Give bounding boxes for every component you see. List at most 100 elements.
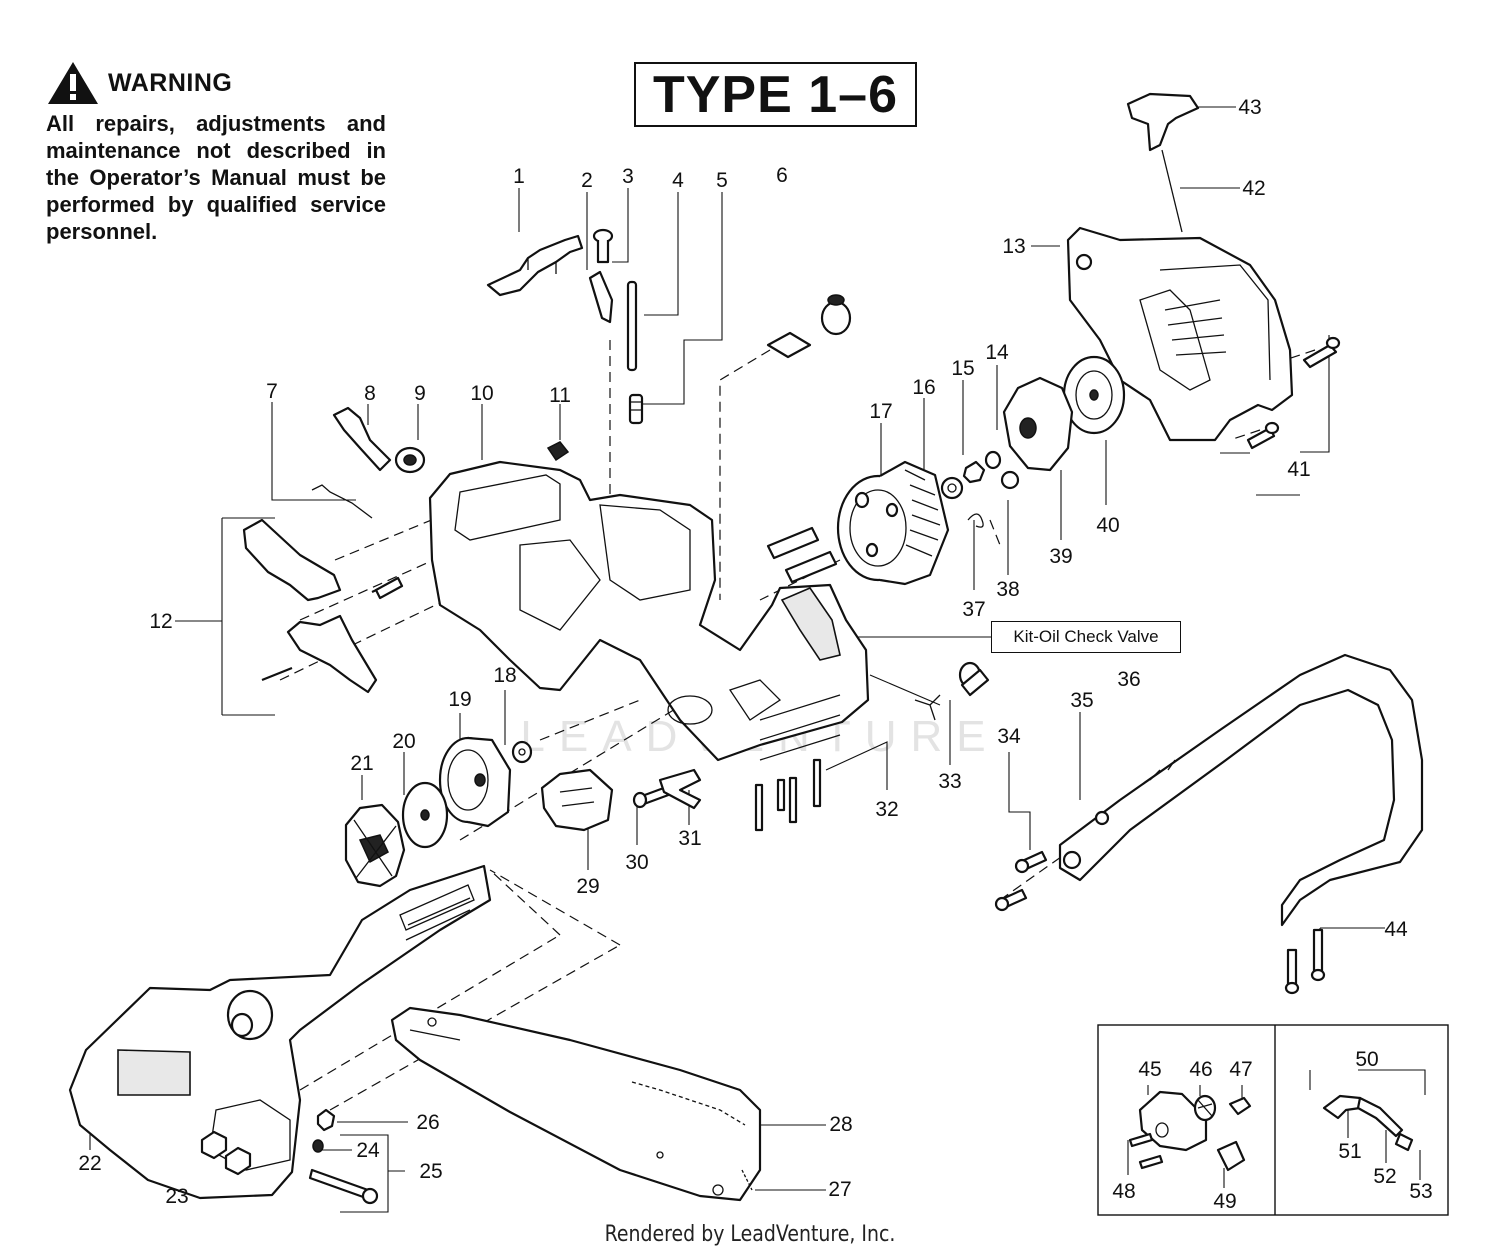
warning-triangle-icon: [48, 62, 98, 104]
callout-7: 7: [266, 380, 278, 403]
part-43-starter-handle: [1126, 92, 1200, 152]
part-4-rod: [626, 280, 638, 372]
part-52-hose: [1356, 1096, 1404, 1138]
callout-41: 41: [1287, 458, 1310, 481]
part-25-adjuster: [308, 1168, 379, 1205]
part-5-nipple: [628, 393, 644, 425]
callout-36: 36: [1117, 668, 1140, 691]
part-37-spring: [967, 513, 984, 528]
callout-4: 4: [672, 169, 684, 192]
part-48-screws: [1127, 1132, 1164, 1175]
callout-42: 42: [1242, 177, 1265, 200]
part-6-filter: [766, 294, 852, 359]
callout-33: 33: [938, 770, 961, 793]
callout-28: 28: [829, 1113, 852, 1136]
callout-23: 23: [165, 1185, 188, 1208]
callout-12: 12: [149, 610, 172, 633]
callout-11: 11: [549, 384, 571, 407]
part-11-clip: [546, 441, 570, 462]
callout-16: 16: [912, 376, 935, 399]
callout-2: 2: [581, 169, 593, 192]
callout-27: 27: [828, 1178, 851, 1201]
callout-20: 20: [392, 730, 415, 753]
part-7-spring: [311, 484, 373, 519]
part-18-washer: [511, 740, 533, 764]
part-24-spring: [312, 1139, 324, 1153]
callout-24: 24: [356, 1139, 380, 1162]
part-34-screws: [994, 850, 1048, 912]
warning-text: All repairs, adjustments and maintenance…: [46, 111, 386, 244]
callout-9: 9: [414, 382, 426, 405]
callout-53: 53: [1409, 1180, 1432, 1203]
part-53-filter: [1394, 1132, 1414, 1152]
part-27-guide-bar: [390, 1006, 762, 1202]
part-38-washer: [1000, 470, 1020, 490]
footer-credit: Rendered by LeadVenture, Inc.: [604, 1222, 896, 1247]
callout-48: 48: [1112, 1180, 1135, 1203]
callout-26: 26: [416, 1111, 439, 1134]
part-28-chain: [631, 1081, 753, 1191]
part-49-connector: [1216, 1140, 1246, 1188]
part-41-screws: [1246, 336, 1341, 450]
part-16-washer: [940, 476, 964, 500]
part-26-nut: [316, 1108, 336, 1132]
callout-43: 43: [1238, 96, 1261, 119]
callout-29: 29: [576, 875, 599, 898]
callout-18: 18: [493, 664, 516, 687]
callout-51: 51: [1338, 1140, 1361, 1163]
part-20-washer: [401, 781, 449, 849]
inset-oil-pump-box: [1097, 1024, 1449, 1216]
callout-52: 52: [1373, 1165, 1396, 1188]
part-15-nut: [962, 460, 986, 484]
warning-header: WARNING: [46, 60, 386, 106]
part-1-latch: [486, 234, 584, 297]
warning-title: WARNING: [108, 68, 233, 97]
warning-block: WARNING All repairs, adjustments and mai…: [46, 60, 386, 245]
part-39-pawl-carrier: [1002, 376, 1074, 472]
part-23-nuts: [200, 1130, 252, 1176]
part-12-throttle-lever: [242, 518, 399, 694]
housing-bolts: [374, 526, 838, 600]
callout-17: 17: [869, 400, 892, 423]
callout-44: 44: [1384, 918, 1408, 941]
callout-19: 19: [448, 688, 471, 711]
part-3-screw: [592, 228, 614, 264]
callout-50: 50: [1355, 1048, 1378, 1071]
callout-45: 45: [1138, 1058, 1161, 1081]
callout-13: 13: [1002, 235, 1025, 258]
callout-15: 15: [951, 357, 974, 380]
part-47-nipple: [1228, 1085, 1252, 1116]
part-33-oil-check-valve: [914, 661, 990, 721]
callout-30: 30: [625, 851, 648, 874]
part-9-bushing: [394, 446, 426, 474]
callout-47: 47: [1229, 1058, 1252, 1081]
callout-39: 39: [1049, 545, 1072, 568]
callout-49: 49: [1213, 1190, 1236, 1213]
part-40-pulley: [1062, 355, 1126, 435]
callout-35: 35: [1070, 689, 1093, 712]
part-19-clutch-drum: [438, 736, 512, 828]
callout-38: 38: [996, 578, 1019, 601]
part-46-worm-gear: [1193, 1085, 1217, 1122]
part-17-flywheel: [836, 460, 950, 586]
callout-numbers: 1 2 3 4 5 6 7 8 9 10 11 12 13 14 15 16 1…: [78, 96, 1432, 1213]
part-32-screws: [754, 758, 822, 832]
part-8-throttle: [332, 406, 392, 472]
callout-10: 10: [470, 382, 493, 405]
part-42-starter-rope: [1161, 149, 1183, 233]
callout-40: 40: [1096, 514, 1119, 537]
callout-25: 25: [419, 1160, 442, 1183]
callout-8: 8: [364, 382, 376, 405]
kit-oil-check-valve-label: Kit-Oil Check Valve: [991, 621, 1181, 653]
part-10-main-housing: [428, 460, 870, 762]
type-label: TYPE 1–6: [634, 62, 917, 127]
part-31-tensioner: [658, 768, 702, 810]
part-22-side-cover: [68, 864, 492, 1200]
callout-21: 21: [350, 752, 373, 775]
part-14-washer: [984, 450, 1002, 470]
part-13-starter-housing: [1066, 226, 1294, 442]
callout-31: 31: [678, 827, 701, 850]
callout-6: 6: [776, 164, 788, 187]
